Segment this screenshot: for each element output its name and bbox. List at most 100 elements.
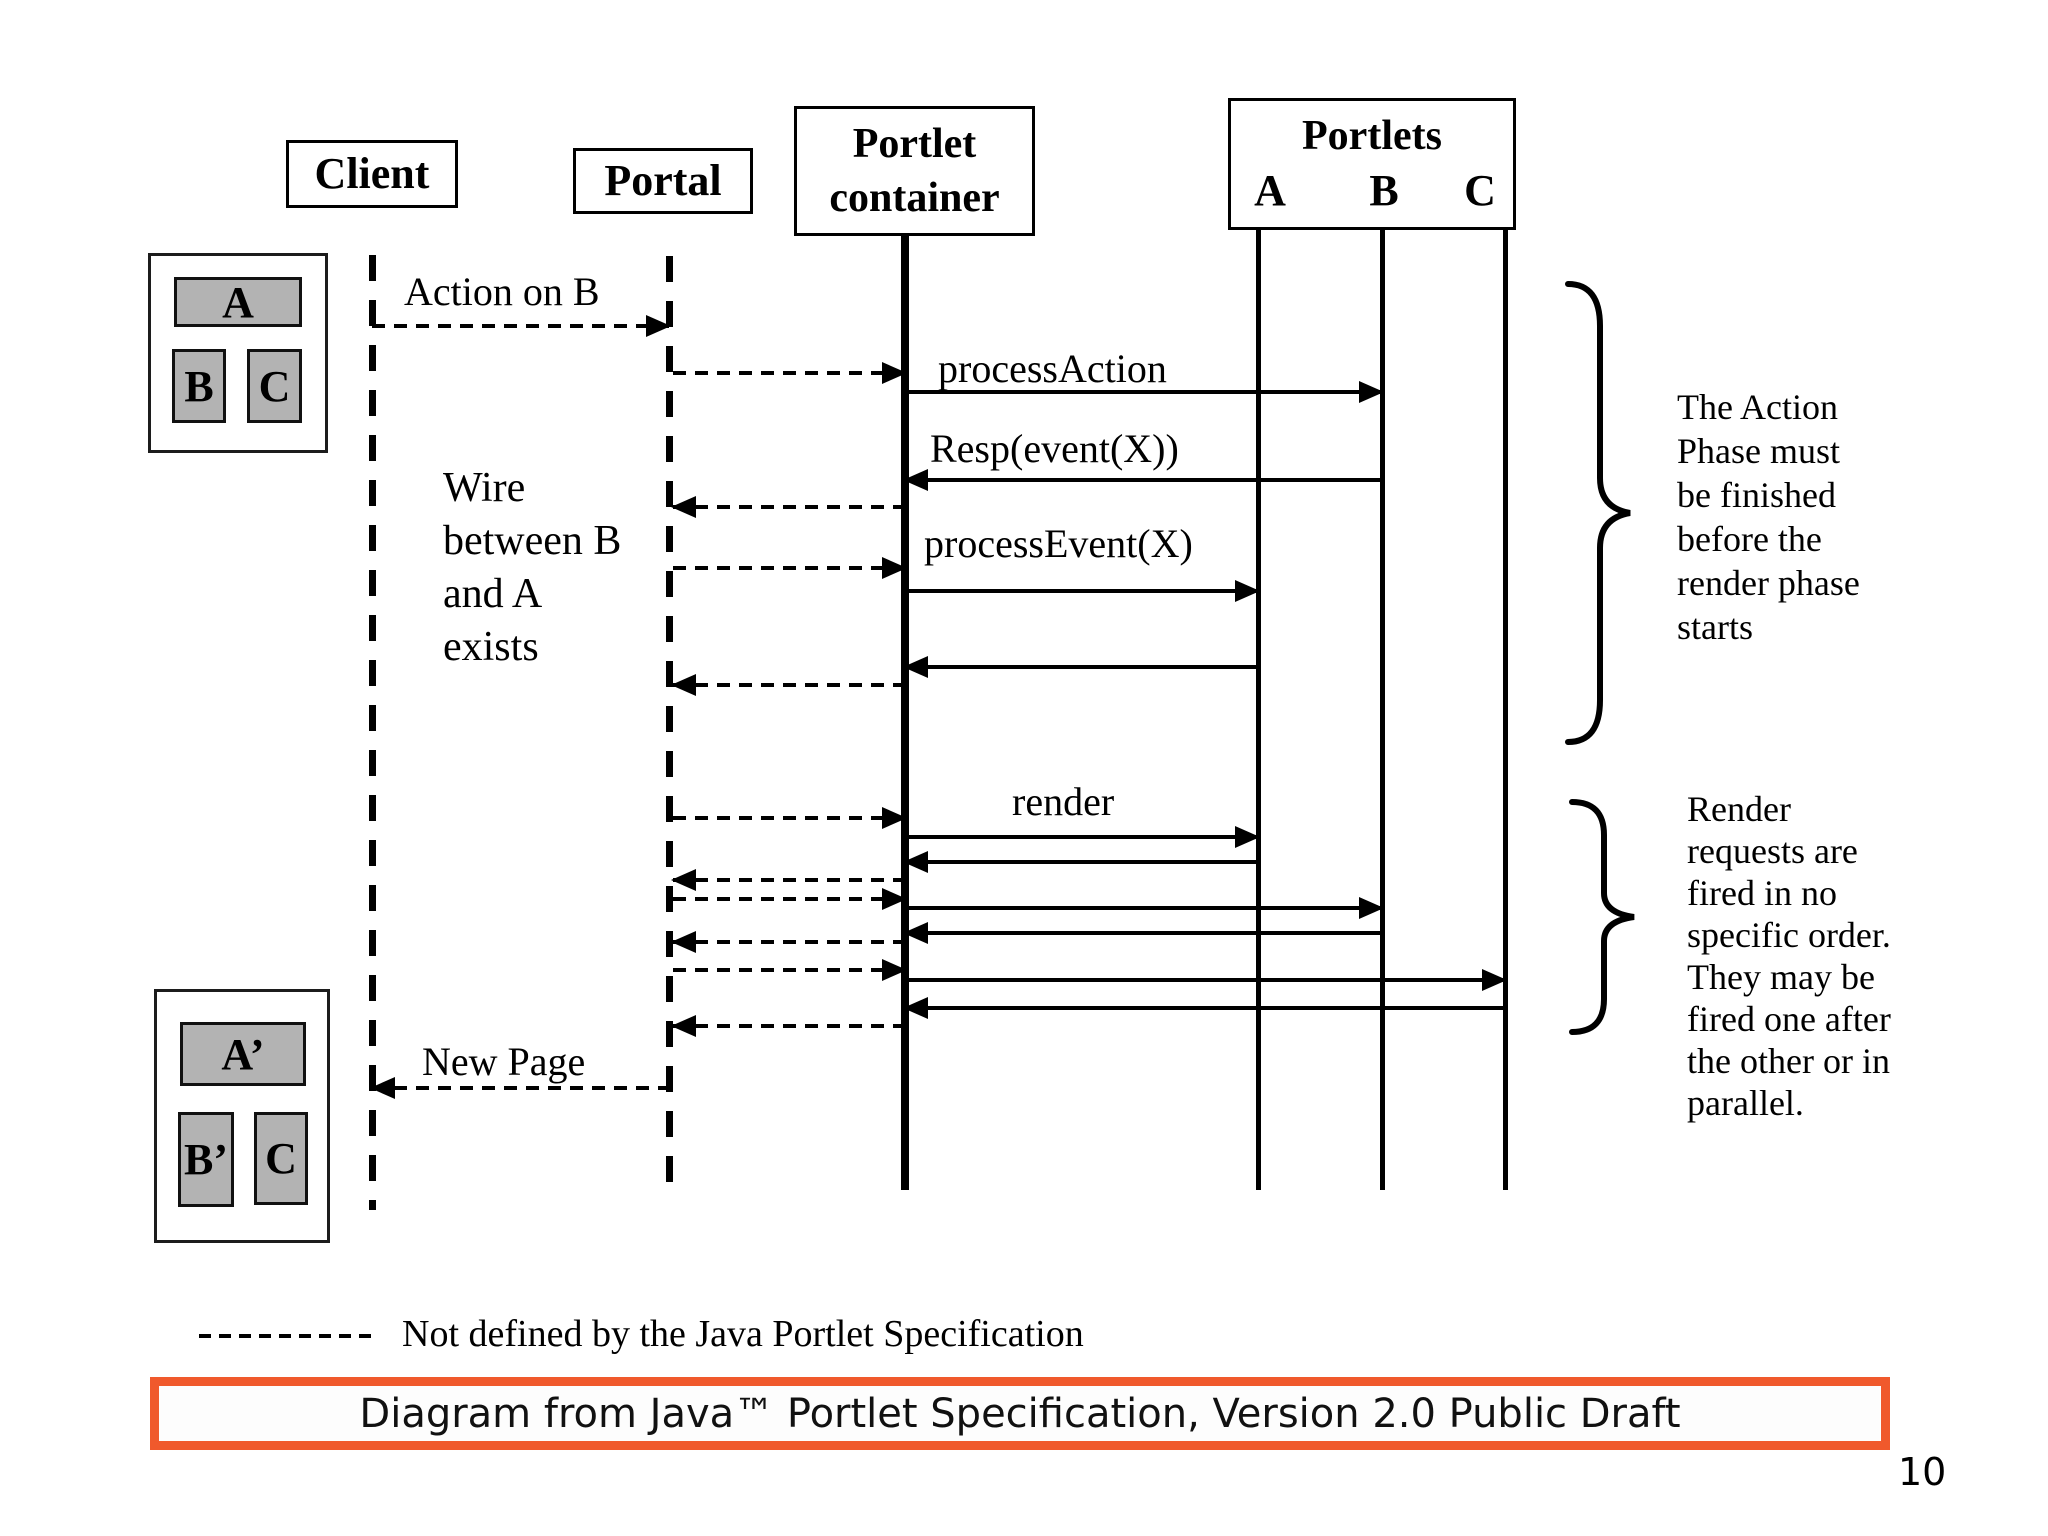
caption-text: Diagram from Java™ Portlet Specification…: [359, 1390, 1681, 1437]
arrowhead-right-icon: [882, 888, 907, 910]
arrowhead-left-icon: [671, 869, 696, 891]
render-phase-note-line: the other or in: [1687, 1041, 1890, 1081]
portlets-title: Portlets: [1302, 113, 1442, 159]
action-phase-note-line: render phase: [1677, 563, 1860, 603]
arrowhead-left-icon: [671, 674, 696, 696]
arrowhead-left-icon: [903, 656, 928, 678]
msg-arrow-a-container-return: [903, 656, 1258, 678]
arrowhead-right-icon: [1359, 381, 1384, 403]
render-phase-note-line: requests are: [1687, 831, 1858, 871]
arrowhead-right-icon: [882, 362, 907, 384]
message-label-process-action: processAction: [938, 346, 1167, 391]
lifeline-portlet-b: [1380, 230, 1385, 1190]
page-number: 10: [1898, 1450, 1947, 1494]
lifeline-client: [369, 255, 376, 1210]
msg-arrow-container-a-processevent: [905, 580, 1260, 602]
action-phase-note-line: be finished: [1677, 475, 1836, 515]
wire-note-line: between B: [443, 518, 622, 564]
actor-box-client: Client: [286, 140, 458, 208]
actor-label-portal: Portal: [604, 155, 722, 205]
message-label-new-page: New Page: [422, 1039, 586, 1084]
msg-arrow-container-portal-render-a: [671, 869, 905, 891]
render-phase-note-line: specific order.: [1687, 915, 1891, 955]
msg-arrow-container-portal-1: [671, 496, 905, 518]
arrowhead-left-icon: [903, 997, 928, 1019]
message-label-action-on-b: Action on B: [404, 269, 600, 314]
arrowhead-left-icon: [671, 931, 696, 953]
widget-after-b: B’: [178, 1112, 234, 1207]
arrowhead-left-icon: [671, 496, 696, 518]
msg-arrow-portal-client-newpage: [370, 1077, 669, 1099]
widget-after-c-label: C: [265, 1134, 297, 1183]
render-phase-brace-icon: [1569, 799, 1635, 1035]
msg-arrow-portal-container-render-c: [673, 959, 907, 981]
portlet-header-b: B: [1369, 166, 1399, 215]
msg-arrow-portal-container-2: [673, 557, 907, 579]
msg-arrow-b-container-render-return: [903, 922, 1382, 944]
widget-after-b-label: B’: [184, 1135, 228, 1184]
lifeline-portlet-c: [1503, 230, 1508, 1190]
render-phase-note: Render requests are fired in no specific…: [1687, 788, 1891, 1124]
action-phase-note-line: before the: [1677, 519, 1822, 559]
arrowhead-right-icon: [1235, 826, 1260, 848]
msg-arrow-c-container-render-return: [903, 997, 1505, 1019]
widget-after-c: C: [254, 1112, 308, 1205]
msg-arrow-container-b-processaction: [905, 381, 1384, 403]
actor-label-client: Client: [314, 148, 430, 198]
render-phase-note-line: parallel.: [1687, 1083, 1804, 1123]
msg-arrow-container-portal-2: [671, 674, 905, 696]
msg-arrow-container-portal-render-c: [671, 1015, 905, 1037]
widget-before-b: B: [172, 349, 226, 423]
action-phase-note: The Action Phase must be finished before…: [1677, 385, 1860, 649]
widget-before-c: C: [247, 349, 302, 423]
arrowhead-left-icon: [903, 469, 928, 491]
legend-text: Not defined by the Java Portlet Specific…: [402, 1313, 1084, 1355]
actor-label-portlet-container-line2: container: [829, 175, 1000, 221]
actor-box-portlets: Portlets A B C: [1228, 98, 1516, 230]
action-phase-note-line: starts: [1677, 607, 1753, 647]
actor-box-portlet-container: Portlet container: [794, 106, 1035, 236]
widget-before-a: A: [174, 277, 302, 327]
msg-arrow-container-b-render: [905, 897, 1384, 919]
actor-label-portlet-container-line1: Portlet: [852, 121, 977, 167]
action-phase-note-line: The Action: [1677, 387, 1838, 427]
arrowhead-right-icon: [882, 557, 907, 579]
action-phase-note-line: Phase must: [1677, 431, 1841, 471]
wire-note-line: Wire: [443, 465, 526, 511]
render-phase-note-line: Render: [1687, 789, 1791, 829]
msg-arrow-b-container-resp: [903, 469, 1382, 491]
widget-before-b-label: B: [184, 361, 214, 411]
message-label-resp-event: Resp(event(X)): [930, 426, 1179, 471]
arrowhead-left-icon: [370, 1077, 395, 1099]
widget-after-a: A’: [180, 1022, 306, 1086]
widget-before-a-label: A: [222, 277, 254, 327]
message-label-process-event: processEvent(X): [924, 521, 1193, 566]
arrowhead-left-icon: [671, 1015, 696, 1037]
render-phase-note-line: fired in no: [1687, 873, 1837, 913]
msg-arrow-portal-container-1: [673, 362, 907, 384]
msg-arrow-container-portal-render-b: [671, 931, 905, 953]
lifeline-portlet-a: [1256, 230, 1261, 1190]
msg-arrow-a-container-render-return: [903, 851, 1258, 873]
lifeline-portlet-container: [901, 236, 909, 1190]
arrowhead-right-icon: [1359, 897, 1384, 919]
msg-arrow-portal-container-render-b: [673, 888, 907, 910]
arrowhead-right-icon: [1482, 969, 1507, 991]
msg-arrow-container-a-render: [905, 826, 1260, 848]
arrowhead-right-icon: [882, 807, 907, 829]
arrowhead-right-icon: [1235, 580, 1260, 602]
msg-arrow-portal-container-render-a: [673, 807, 907, 829]
widget-after-a-label: A’: [221, 1029, 265, 1079]
portlet-header-c: C: [1464, 166, 1496, 215]
lifeline-portal: [666, 256, 673, 1196]
render-phase-note-line: fired one after: [1687, 999, 1891, 1039]
legend-dashed-line-icon: [199, 1334, 375, 1338]
portlet-header-a: A: [1254, 166, 1286, 215]
widget-before-c-label: C: [258, 361, 291, 411]
wire-note-line: exists: [443, 624, 539, 670]
render-phase-note-line: They may be: [1687, 957, 1875, 997]
arrowhead-left-icon: [903, 851, 928, 873]
msg-arrow-container-c-render: [905, 969, 1507, 991]
wire-note: Wire between B and A exists: [443, 462, 621, 674]
